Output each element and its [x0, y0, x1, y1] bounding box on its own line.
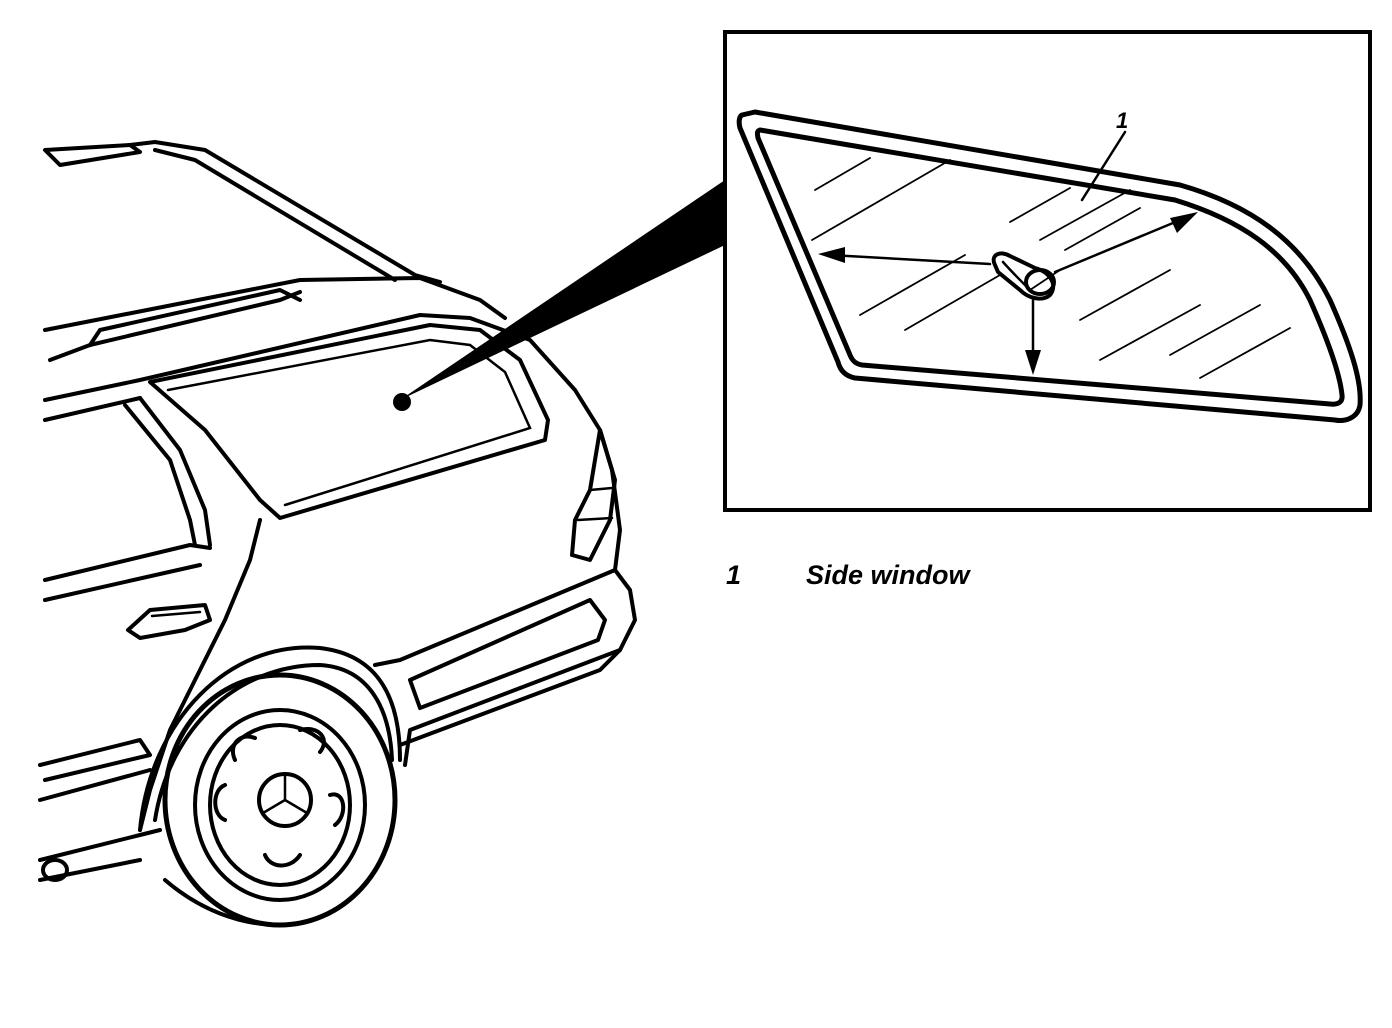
callout-number: 1	[1116, 108, 1128, 133]
legend-number: 1	[726, 560, 742, 590]
car-illustration	[38, 140, 637, 928]
legend-label: Side window	[806, 560, 970, 590]
direction-arrows	[818, 212, 1198, 375]
detail-inset: 1	[723, 30, 1372, 512]
suction-cup-icon	[991, 251, 1056, 301]
callout-pointer	[393, 180, 725, 411]
callout-leader	[1080, 130, 1127, 202]
glass-hatching	[811, 157, 1291, 379]
